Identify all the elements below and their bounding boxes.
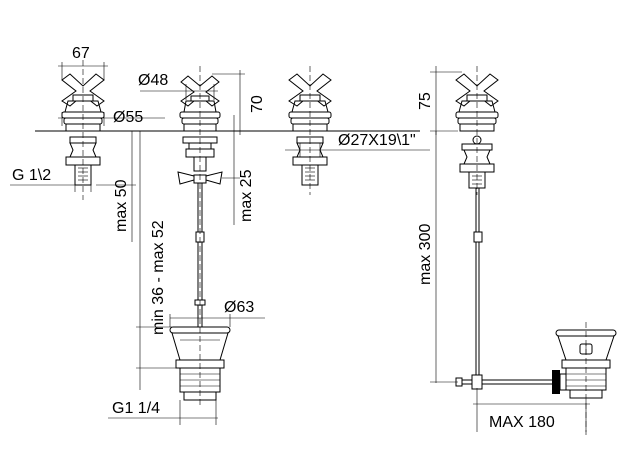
dim-inlet-thread-label: G 1\2 xyxy=(12,167,51,184)
dim-popup-range-label: min 36 - max 52 xyxy=(150,220,167,335)
dim-tail-length-label: max 50 xyxy=(113,179,130,232)
dim-side-handle-height: 75 xyxy=(417,66,462,135)
dim-flange-diameter-label: Ø55 xyxy=(113,109,143,126)
dim-popup-range: min 36 - max 52 xyxy=(136,131,176,390)
dim-waste-thread: G1 1/4 xyxy=(108,400,218,425)
dim-side-rod-length: max 300 xyxy=(417,131,458,383)
dim-tail-length: max 50 xyxy=(96,131,136,242)
dim-handle-width: 67 xyxy=(58,45,108,80)
dim-rod-length-label: max 25 xyxy=(238,169,255,222)
dim-handle-base-diameter-label: Ø48 xyxy=(138,72,168,89)
dim-spout-thread: Ø27X19\1" xyxy=(285,132,430,157)
dim-spout-thread-label: Ø27X19\1" xyxy=(338,132,416,149)
dim-side-rod-length-label: max 300 xyxy=(417,224,434,285)
dim-flange-diameter: Ø55 xyxy=(58,109,165,126)
dim-side-lever-reach-label: MAX 180 xyxy=(489,414,555,431)
side-view xyxy=(455,73,617,399)
dim-handle-base-diameter: Ø48 xyxy=(138,72,218,100)
dim-rod-length: max 25 xyxy=(222,115,255,225)
dim-handle-height: 70 xyxy=(212,70,266,135)
dim-waste-flange-diameter: Ø63 xyxy=(169,299,265,327)
dim-inlet-thread: G 1\2 xyxy=(10,167,92,192)
dim-waste-flange-diameter-label: Ø63 xyxy=(224,299,254,316)
dim-waste-thread-label: G1 1/4 xyxy=(112,400,160,417)
dim-side-handle-height-label: 75 xyxy=(417,92,434,110)
dim-side-lever-reach: MAX 180 xyxy=(473,388,590,432)
dim-handle-width-label: 67 xyxy=(72,45,90,62)
dim-handle-height-label: 70 xyxy=(249,95,266,113)
